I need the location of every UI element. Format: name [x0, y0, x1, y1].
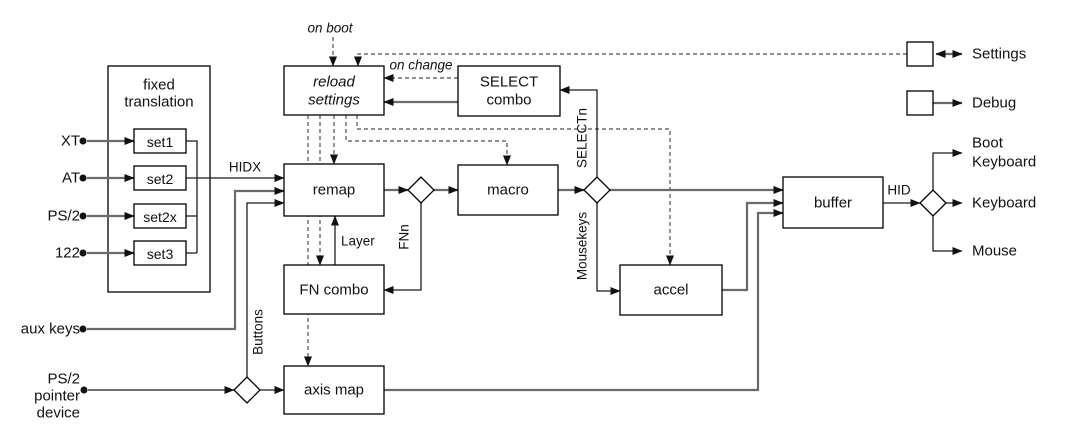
- 122-input-bullet: [79, 249, 87, 257]
- select-combo-label-line1: SELECT: [480, 74, 538, 91]
- debug-output-label: Debug: [972, 95, 1016, 112]
- fixed-translation-label-line1: fixed: [143, 77, 175, 94]
- boot-keyboard-output-label-line1: Boot: [972, 135, 1004, 152]
- xt-input-bullet: [79, 137, 87, 145]
- fnn-edge-label: FNn: [397, 224, 412, 250]
- settings-output-label: Settings: [972, 46, 1026, 63]
- on-boot-edge-label: on boot: [307, 21, 353, 36]
- edge-buttons-to-remap: [246, 199, 285, 377]
- buttons-edge-label: Buttons: [251, 309, 266, 355]
- edge-set-output-bus: [186, 140, 198, 254]
- reload-settings-label-line1: reload: [313, 74, 355, 91]
- hid-edge-label: HID: [887, 183, 911, 198]
- edge-reload-to-macro: [345, 115, 511, 166]
- ps2-pointer-input-bullet: [80, 386, 88, 394]
- fn-combo-box: [283, 264, 385, 315]
- remap-label: remap: [313, 182, 356, 199]
- edge-reload-to-accel: [356, 115, 674, 266]
- ps2-input-label: PS/2: [47, 208, 80, 225]
- set1-box: [133, 128, 187, 154]
- edge-hid-to-boot-keyboard: [932, 149, 963, 190]
- buffer-label: buffer: [814, 195, 852, 212]
- accel-label: accel: [653, 282, 688, 299]
- macro-box: [457, 164, 559, 216]
- accel-box: [619, 264, 723, 316]
- remap-box: [283, 163, 385, 217]
- selectn-junction-diamond: [583, 176, 611, 204]
- edge-fnn-to-fn-combo: [383, 203, 422, 294]
- edge-mousekeys-to-accel: [596, 203, 621, 295]
- select-combo-box: [457, 65, 561, 117]
- fnn-junction-diamond: [407, 176, 435, 204]
- buffer-box: [782, 176, 884, 229]
- macro-label: macro: [487, 182, 529, 199]
- at-input-label: AT: [62, 170, 80, 187]
- selectn-edge-label: SELECTn: [575, 108, 590, 168]
- settings-port-box: [906, 41, 934, 67]
- xt-input-label: XT: [61, 133, 80, 150]
- aux-keys-input-label: aux keys: [21, 321, 80, 338]
- axis-map-box: [283, 365, 385, 415]
- reload-settings-box: [283, 65, 385, 116]
- 122-input-label: 122: [55, 245, 80, 262]
- boot-keyboard-output-label-line2: Keyboard: [972, 154, 1036, 171]
- layer-edge-label: Layer: [341, 234, 375, 249]
- reload-settings-label-line2: settings: [308, 92, 360, 109]
- ps2-input-bullet: [79, 212, 87, 220]
- mouse-output-label: Mouse: [972, 243, 1017, 260]
- select-combo-label-line2: combo: [486, 92, 531, 109]
- set2x-label: set2x: [143, 209, 176, 225]
- edge-aux-keys-to-remap: [87, 187, 285, 331]
- buttons-junction-diamond: [233, 376, 261, 404]
- edge-accel-to-buffer: [722, 199, 784, 292]
- at-input-bullet: [79, 174, 87, 182]
- set3-label: set3: [147, 246, 174, 262]
- hid-junction-diamond: [919, 189, 947, 217]
- set3-box: [133, 240, 187, 266]
- on-change-edge-label: on change: [389, 58, 452, 73]
- ps2-pointer-label-line2: pointer: [34, 388, 80, 405]
- set2-label: set2: [147, 171, 174, 187]
- debug-port-box: [906, 90, 934, 116]
- aux-keys-input-bullet: [79, 325, 87, 333]
- hidx-edge-label: HIDX: [229, 160, 261, 175]
- set2x-box: [133, 203, 187, 229]
- edge-axis-map-to-buffer: [384, 209, 784, 392]
- fn-combo-label: FN combo: [299, 282, 368, 299]
- keyboard-output-label: Keyboard: [972, 195, 1036, 212]
- edge-settings-link: [354, 53, 907, 67]
- ps2-pointer-label-line3: device: [37, 405, 80, 422]
- axis-map-label: axis map: [304, 382, 364, 399]
- ps2-pointer-label-line1: PS/2: [47, 371, 80, 388]
- edge-selectn-to-select-combo: [559, 86, 598, 177]
- mousekeys-edge-label: Mousekeys: [575, 212, 590, 281]
- set2-box: [133, 165, 187, 191]
- edge-hid-to-mouse: [932, 216, 963, 255]
- set1-label: set1: [147, 134, 174, 150]
- fixed-translation-label-line2: translation: [124, 94, 193, 111]
